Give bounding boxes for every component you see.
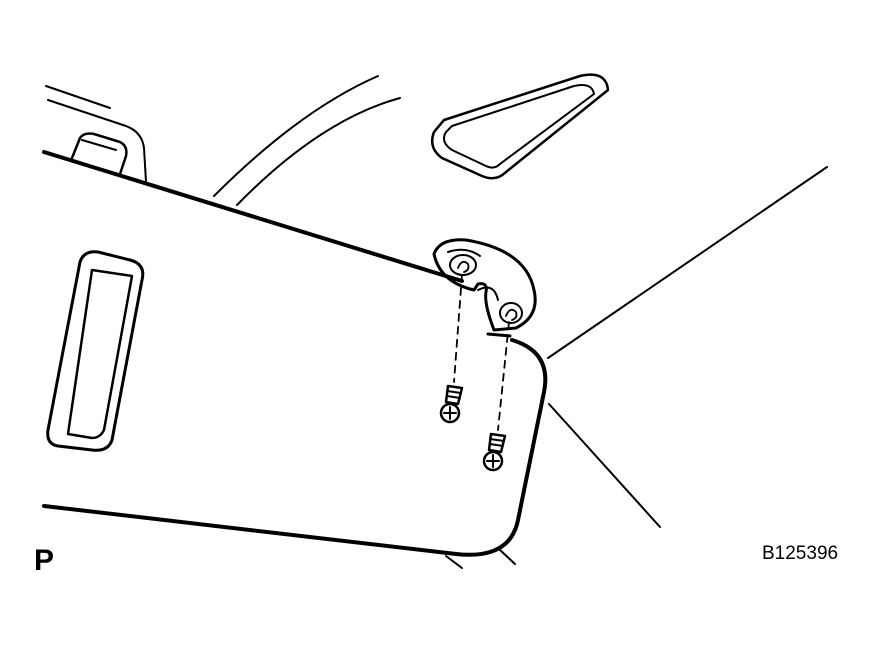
figure-code: B125396 bbox=[762, 543, 839, 564]
screw-1 bbox=[439, 384, 464, 424]
sun-visor-body bbox=[42, 150, 548, 557]
headliner-background bbox=[45, 75, 828, 569]
visor-mounting-bracket bbox=[432, 238, 537, 332]
screw-holes bbox=[457, 260, 518, 321]
view-label: P bbox=[34, 544, 55, 577]
screw-2 bbox=[482, 432, 507, 472]
visor-grip-recess bbox=[46, 250, 145, 452]
headliner-clip bbox=[70, 132, 128, 176]
alignment-dashed-lines bbox=[453, 274, 510, 431]
roof-vanity-frame bbox=[431, 73, 610, 180]
